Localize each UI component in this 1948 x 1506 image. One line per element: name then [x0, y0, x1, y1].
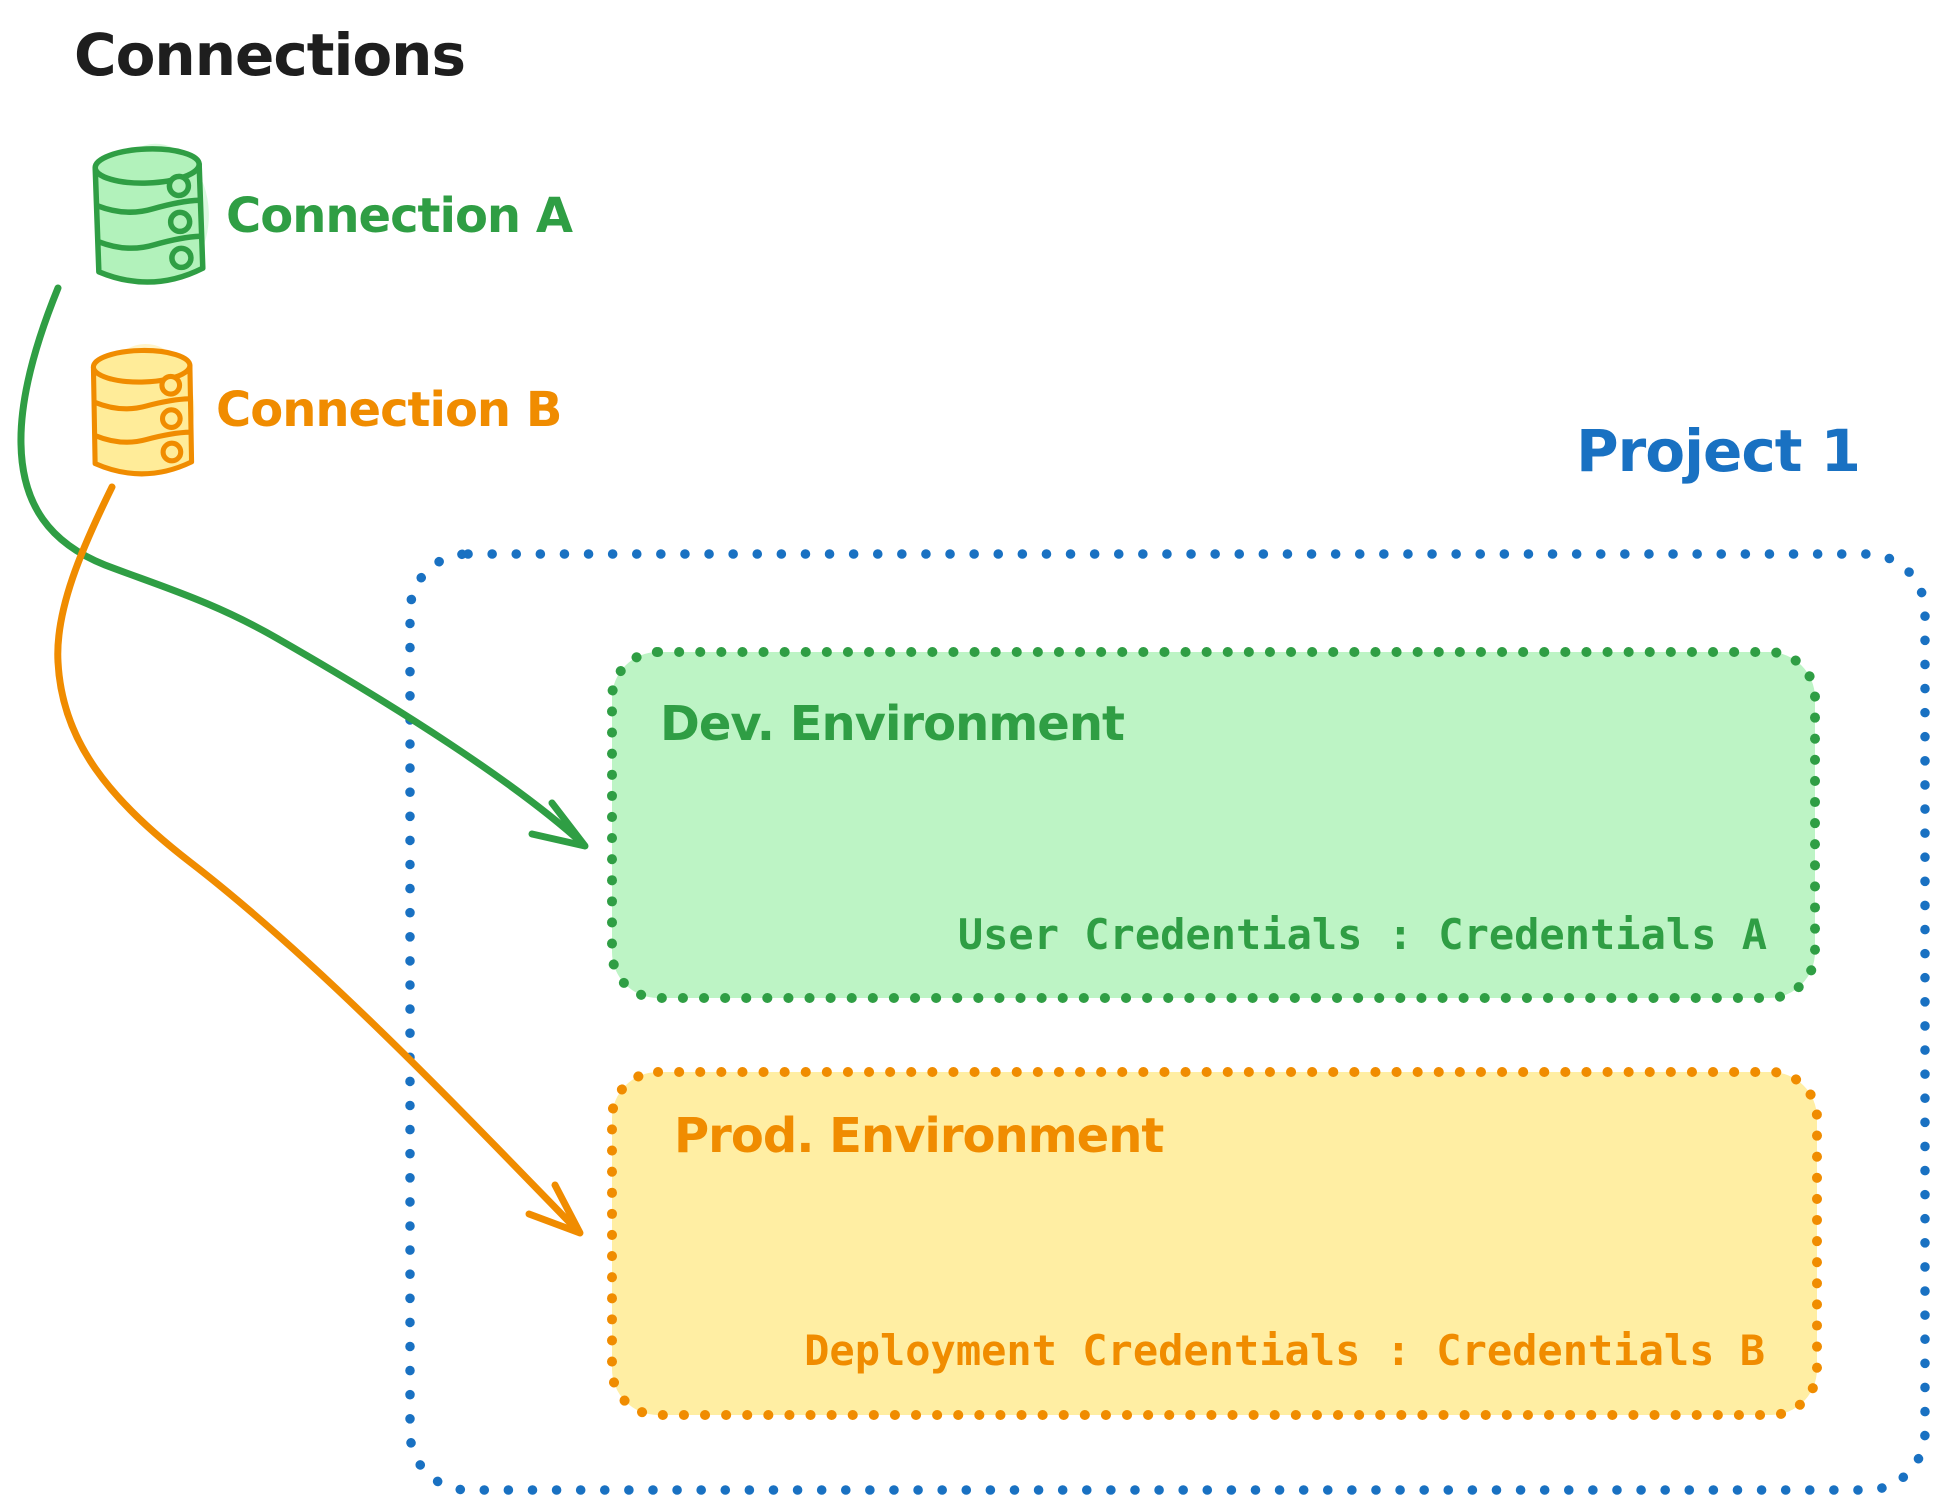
project-title: Project 1	[1576, 417, 1861, 485]
database-icon	[85, 343, 200, 486]
arrowhead-icon	[528, 799, 589, 850]
connections-title: Connections	[74, 21, 466, 89]
connection-a-arrow	[17, 284, 589, 850]
connection-b-arrow	[54, 483, 584, 1237]
database-icon	[85, 140, 212, 296]
dev-environment-box	[607, 647, 1820, 1003]
project-boundary-box	[405, 549, 1930, 1495]
prod-environment-title: Prod. Environment	[674, 1108, 1164, 1164]
dev-environment-credentials: User Credentials : Credentials A	[957, 910, 1767, 959]
prod-environment-credentials: Deployment Credentials : Credentials B	[804, 1326, 1765, 1375]
prod-environment-box	[607, 1067, 1822, 1420]
connection-b-label: Connection B	[216, 382, 562, 438]
connection-a-label: Connection A	[226, 188, 573, 244]
arrowhead-icon	[525, 1181, 584, 1237]
dev-environment-title: Dev. Environment	[660, 696, 1125, 752]
